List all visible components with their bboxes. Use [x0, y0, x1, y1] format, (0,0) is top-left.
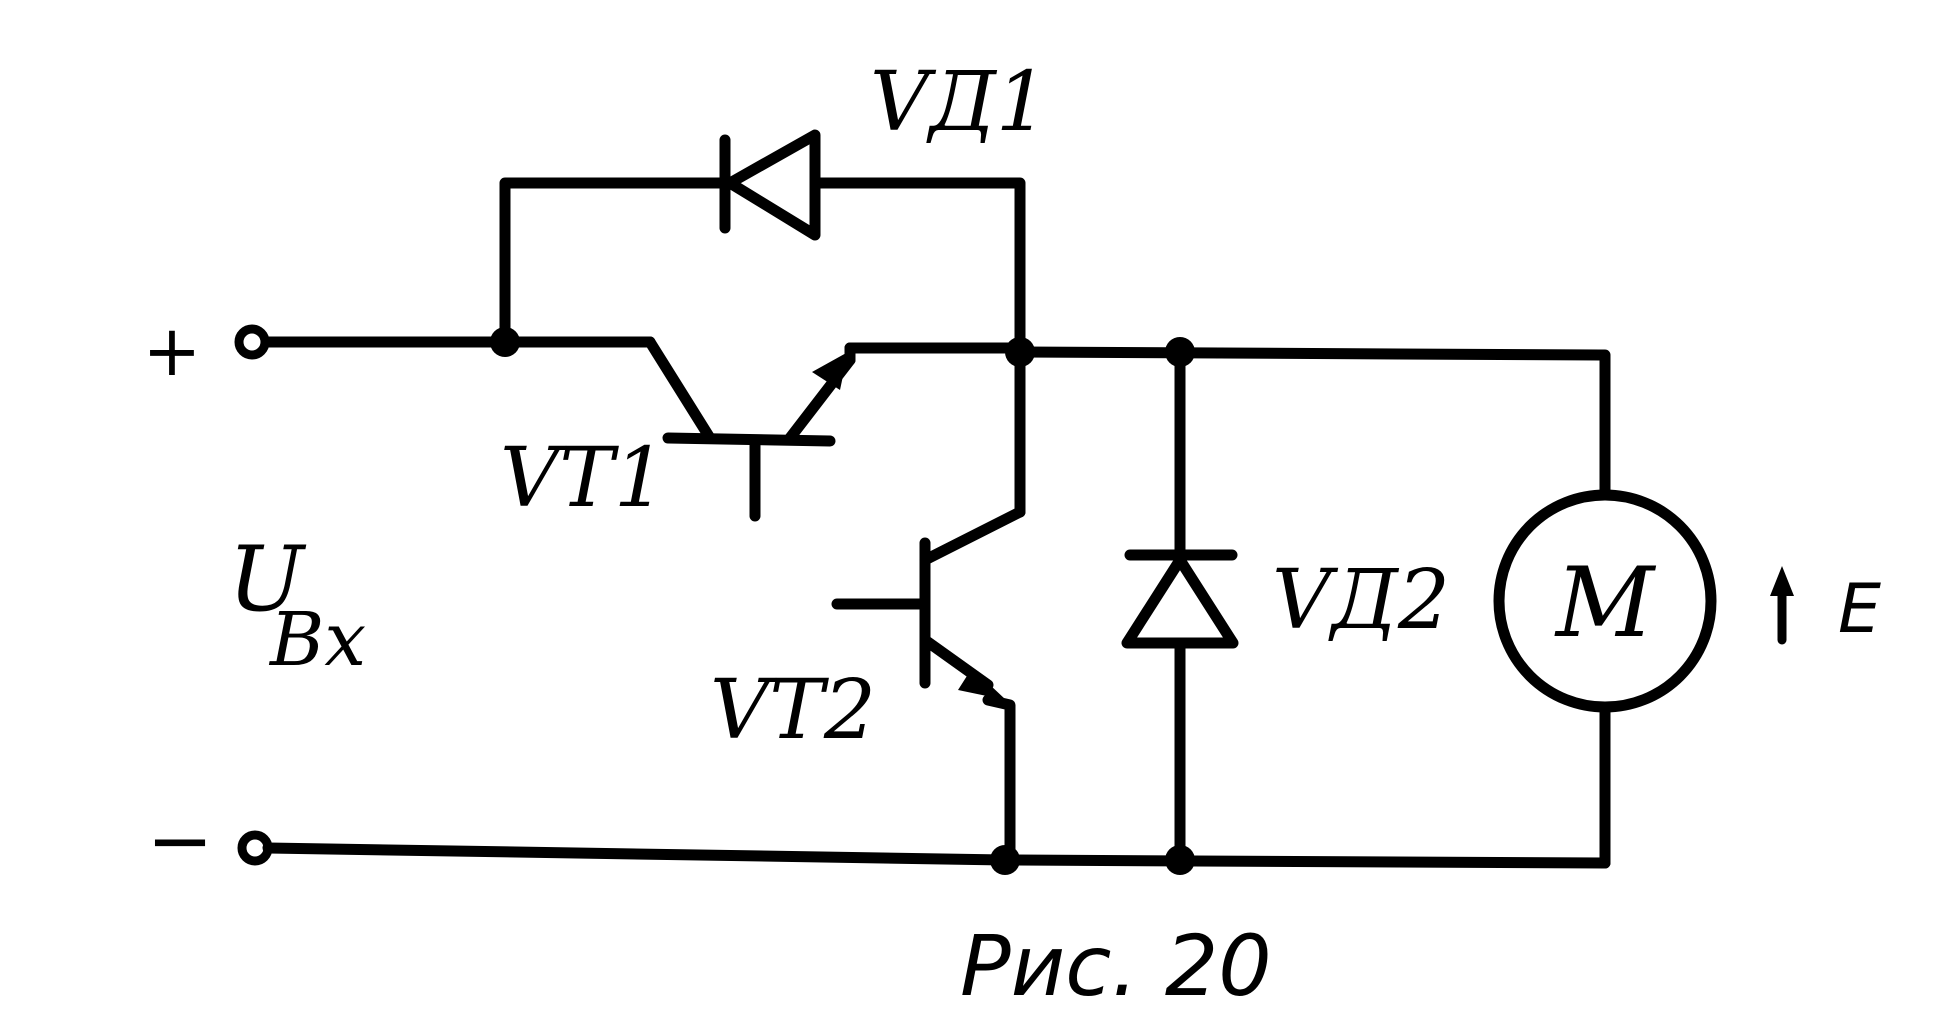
vt1-transistor — [644, 336, 856, 522]
plus-sign: + — [143, 310, 202, 392]
motor-wiring — [1594, 349, 1611, 869]
vd1-loop-wire — [499, 177, 1026, 358]
input-voltage-subscript: Bx — [268, 597, 366, 683]
junction-dot — [490, 327, 520, 357]
vd2-diode — [1121, 346, 1239, 866]
bottom-rail-wire — [262, 842, 1611, 869]
minus-sign: − — [146, 794, 213, 887]
vt2-transistor — [831, 346, 1026, 866]
vd1-diode — [712, 129, 821, 241]
vd1-label: VД1 — [870, 55, 1048, 150]
vt1-label: VT1 — [500, 431, 666, 526]
input-voltage-symbol: U — [228, 527, 307, 632]
vd2-label: VД2 — [1272, 553, 1450, 648]
figure-caption: Рис. 20 — [960, 917, 1272, 1015]
motor-symbol: M — [1493, 489, 1717, 713]
top-rail-wire — [260, 336, 1606, 361]
motor-label: M — [1554, 547, 1657, 659]
emf-label: E — [1838, 570, 1881, 649]
vt2-label: VT2 — [710, 663, 876, 758]
emf-arrow-icon — [1770, 566, 1794, 645]
